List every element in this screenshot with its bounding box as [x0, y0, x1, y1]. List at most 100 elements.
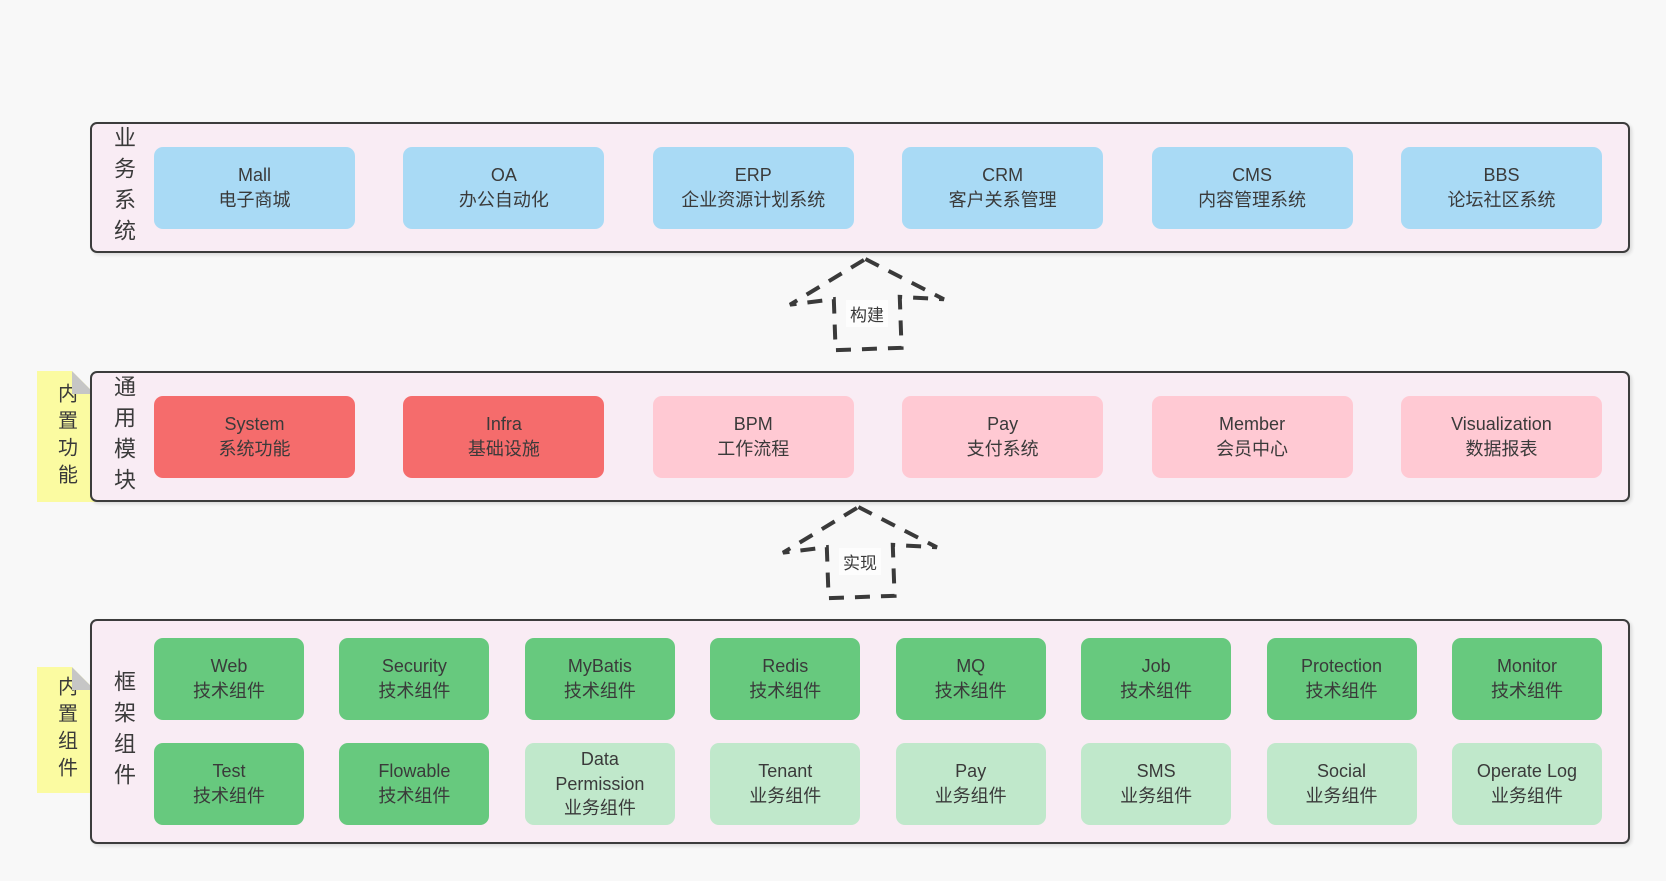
module-box-pay: Pay 支付系统	[902, 395, 1104, 478]
module-box-tenant: Tenant 业务组件	[710, 743, 861, 825]
module-box-subtitle: 业务组件	[934, 786, 1007, 806]
arrow-build-label: 构建	[846, 300, 888, 327]
section-label-common-modules: 通用模块	[111, 374, 136, 499]
module-box-name: BBS	[1483, 164, 1520, 185]
module-box-name: Redis	[762, 656, 809, 677]
module-box-subtitle: 办公自动化	[458, 189, 549, 210]
module-box-subtitle: 业务组件	[1120, 786, 1193, 806]
arrow-implement-label: 实现	[839, 548, 881, 575]
module-box-name: OA	[490, 164, 517, 185]
module-box-subtitle: 基础设施	[467, 438, 540, 459]
module-box-subtitle: 业务组件	[1490, 786, 1563, 806]
module-box-subtitle: 内容管理系统	[1198, 189, 1307, 210]
module-box-name: Social	[1317, 761, 1367, 782]
module-box-name: MyBatis	[567, 656, 632, 677]
module-box-name: Member	[1219, 413, 1286, 434]
module-box-visualization: Visualization 数据报表	[1400, 395, 1602, 478]
module-box-subtitle: 业务组件	[1305, 786, 1378, 806]
module-box-subtitle: 支付系统	[966, 438, 1039, 459]
sticky-tag-built-in-features: 内置功能	[37, 371, 95, 502]
module-box-name: Security	[381, 656, 447, 677]
sticky-tag-built-in-components: 内置组件	[37, 667, 95, 793]
module-box-name: Visualization	[1451, 413, 1552, 434]
module-box-subtitle: 业务组件	[563, 798, 636, 819]
module-box-subtitle: 技术组件	[563, 681, 636, 701]
module-box-subtitle: 技术组件	[193, 786, 265, 806]
module-box-monitor: Monitor 技术组件	[1451, 638, 1602, 720]
module-box-subtitle: 企业资源计划系统	[681, 189, 826, 210]
module-box-name: Test	[212, 761, 246, 782]
module-box-mall: Mall 电子商城	[154, 146, 355, 229]
sticky-tag-built-in-features-label: 内置功能	[54, 382, 77, 491]
section-business-systems: 业务系统 Mall 电子商城 OA 办公自动化 ERP 企业资源计划系统 CRM 客户关系管理…	[90, 122, 1630, 253]
module-box-name: SMS	[1136, 761, 1176, 782]
module-box-name: Mall	[237, 164, 271, 185]
module-box-subtitle: 业务组件	[749, 786, 822, 806]
module-box-subtitle: 技术组件	[1120, 681, 1193, 701]
module-box-bpm: BPM 工作流程	[652, 395, 854, 478]
module-box-social: Social 业务组件	[1266, 743, 1417, 825]
module-box-bbs: BBS 论坛社区系统	[1400, 146, 1602, 229]
module-box-job: Job 技术组件	[1081, 638, 1232, 720]
module-box-crm: CRM 客户关系管理	[902, 146, 1104, 229]
module-box-name: MQ	[956, 656, 986, 677]
module-box-name: CRM	[982, 164, 1024, 185]
module-box-subtitle: 电子商城	[218, 189, 291, 210]
dashed-up-arrow-icon	[781, 504, 938, 601]
module-box-test: Test 技术组件	[154, 743, 304, 825]
module-box-operate-log: Operate Log 业务组件	[1451, 743, 1602, 825]
section-label-framework-components: 框架组件	[111, 669, 136, 794]
module-box-web: Web 技术组件	[154, 638, 304, 720]
module-box-name: Web	[210, 656, 248, 677]
dashed-up-arrow-icon	[788, 256, 945, 353]
module-box-sms: SMS 业务组件	[1081, 743, 1232, 825]
module-box-protection: Protection 技术组件	[1266, 638, 1417, 720]
module-box-pay: Pay 业务组件	[895, 743, 1046, 825]
module-box-subtitle: 技术组件	[378, 786, 451, 806]
module-box-erp: ERP 企业资源计划系统	[652, 146, 854, 229]
module-box-redis: Redis 技术组件	[710, 638, 861, 720]
business-systems-box-row: Mall 电子商城 OA 办公自动化 ERP 企业资源计划系统 CRM 客户关系管理 CMS 内容…	[154, 124, 1628, 251]
module-box-name: Pay	[955, 761, 987, 782]
module-box-subtitle: 技术组件	[1490, 681, 1563, 701]
module-box-name: BPM	[733, 413, 773, 434]
module-box-subtitle: 论坛社区系统	[1447, 189, 1556, 210]
module-box-oa: OA 办公自动化	[403, 146, 605, 229]
module-box-name: System	[224, 413, 285, 434]
module-box-subtitle: 技术组件	[749, 681, 822, 701]
module-box-name: CMS	[1232, 164, 1273, 185]
module-box-name: Monitor	[1496, 656, 1557, 677]
module-box-subtitle: 技术组件	[193, 681, 265, 701]
module-box-mybatis: MyBatis 技术组件	[524, 638, 675, 720]
module-box-name: Operate Log	[1476, 761, 1577, 782]
section-label-business-systems: 业务系统	[111, 125, 136, 250]
module-box-name: Tenant	[758, 761, 813, 782]
module-box-subtitle: 客户关系管理	[948, 189, 1057, 210]
module-box-data-permission: Data Permission 业务组件	[524, 743, 675, 825]
module-box-name: ERP	[734, 164, 772, 185]
module-box-subtitle: 工作流程	[717, 438, 790, 459]
module-box-name: Infra	[485, 413, 522, 434]
module-box-cms: CMS 内容管理系统	[1151, 146, 1353, 229]
module-box-name: Data Permission	[555, 748, 645, 794]
sticky-tag-built-in-components-label: 内置组件	[54, 676, 77, 784]
module-box-name: Job	[1141, 656, 1171, 677]
module-box-subtitle: 数据报表	[1465, 438, 1538, 459]
module-box-infra: Infra 基础设施	[403, 395, 605, 478]
arrow-build: 构建	[782, 256, 952, 353]
module-box-name: Pay	[987, 413, 1019, 434]
module-box-subtitle: 技术组件	[1305, 681, 1378, 701]
module-box-name: Protection	[1301, 656, 1383, 677]
arrow-implement: 实现	[775, 504, 945, 601]
